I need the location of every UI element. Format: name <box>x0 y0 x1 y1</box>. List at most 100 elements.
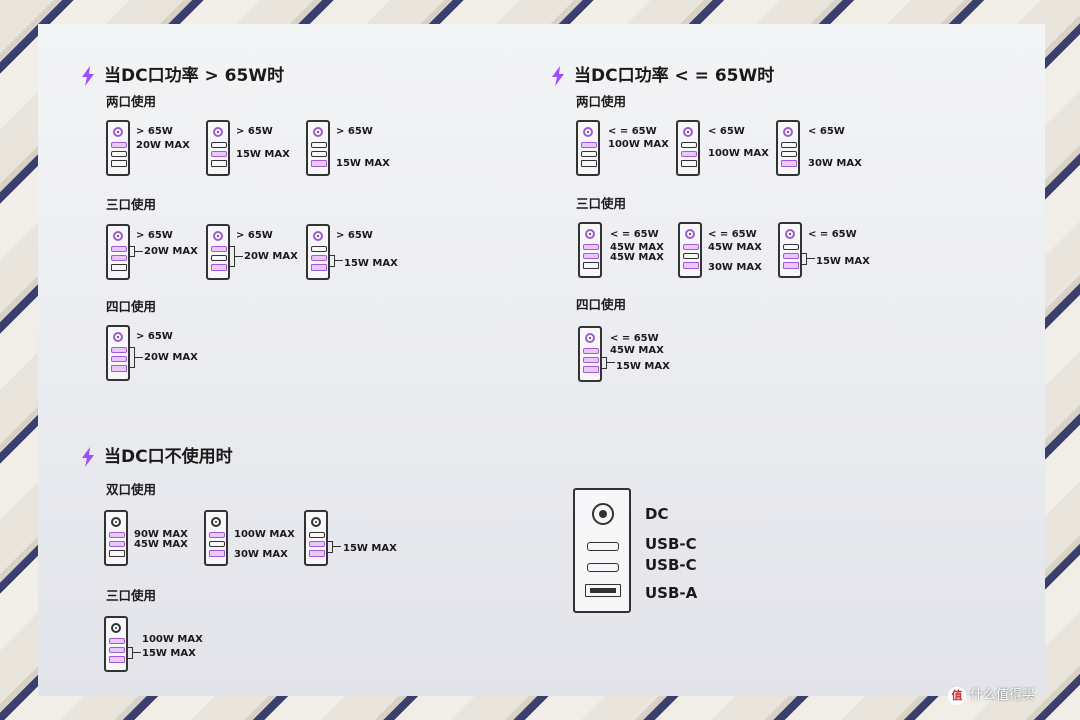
usb-c-port <box>681 151 697 157</box>
usb-a-port <box>683 262 699 269</box>
dc-port <box>685 229 695 239</box>
charger-diagram <box>578 326 602 382</box>
dc-port <box>785 229 795 239</box>
section-title-gt65: 当DC口功率 > 65W时 <box>80 61 284 86</box>
usb-a-port <box>109 550 125 557</box>
usb-c-port <box>783 244 799 250</box>
usb-c-port <box>109 541 125 547</box>
usb-a-port <box>309 550 325 557</box>
dc-port <box>313 231 323 241</box>
usb-a-port <box>583 262 599 269</box>
usb-c-port <box>211 255 227 261</box>
usb-c-port <box>783 253 799 259</box>
usb-c-port <box>211 151 227 157</box>
dc-port <box>585 229 595 239</box>
charger-diagram <box>676 120 700 176</box>
usb-a-port <box>111 264 127 271</box>
charger-diagram <box>104 510 128 566</box>
usb-c-port <box>583 357 599 363</box>
port-bracket <box>129 246 135 257</box>
power-label: > 65W <box>236 230 273 241</box>
usb-c-port <box>781 142 797 148</box>
watermark: 值什么值得买 <box>948 684 1035 705</box>
power-label: 20W MAX <box>144 246 198 257</box>
power-label: 20W MAX <box>136 140 190 151</box>
subtitle-four-port: 四口使用 <box>576 297 627 312</box>
section-title-le65: 当DC口功率 < = 65W时 <box>550 61 774 86</box>
charger-diagram <box>206 224 230 280</box>
usb-c-port <box>311 255 327 261</box>
power-label: < = 65W <box>610 333 659 344</box>
subtitle-four-port: 四口使用 <box>106 299 157 314</box>
charger-diagram <box>306 224 330 280</box>
section-title-text: 当DC口功率 < = 65W时 <box>574 66 775 86</box>
usb-a-port <box>211 160 227 167</box>
usb-c-port <box>581 151 597 157</box>
charger-diagram <box>106 224 130 280</box>
usb-c-port <box>587 563 619 572</box>
usb-c-port <box>111 246 127 252</box>
power-label: 100W MAX <box>234 529 295 540</box>
usb-a-port <box>585 584 621 597</box>
usb-a-port <box>311 264 327 271</box>
charger-diagram <box>306 120 330 176</box>
usb-a-port <box>783 262 799 269</box>
subtitle-two-port: 双口使用 <box>106 482 157 497</box>
bracket-line <box>133 652 141 653</box>
port-bracket <box>229 246 235 267</box>
bracket-line <box>135 357 143 358</box>
usb-a-port <box>583 366 599 373</box>
dc-port <box>313 127 323 137</box>
power-label: 15W MAX <box>816 256 870 267</box>
usb-c-port <box>583 253 599 259</box>
dc-port <box>213 231 223 241</box>
charger-diagram <box>106 120 130 176</box>
power-label: < = 65W <box>608 126 657 137</box>
dc-port <box>111 623 121 633</box>
charger-diagram <box>778 222 802 278</box>
usb-c-port <box>683 244 699 250</box>
section-title-nodc: 当DC口不使用时 <box>80 442 233 467</box>
info-panel: 当DC口功率 > 65W时 两口使用 > 65W 20W MAX > 65W 1… <box>38 24 1045 696</box>
power-label: 30W MAX <box>708 262 762 273</box>
bracket-line <box>235 256 243 257</box>
power-label: 45W MAX <box>134 539 188 550</box>
power-label: 15W MAX <box>336 158 390 169</box>
port-bracket <box>127 647 133 659</box>
subtitle-two-port: 两口使用 <box>106 94 157 109</box>
charger-diagram <box>304 510 328 566</box>
dc-port <box>683 127 693 137</box>
usb-c-port <box>109 638 125 644</box>
usb-a-port <box>109 656 125 663</box>
bracket-line <box>335 260 343 261</box>
usb-c-port <box>311 246 327 252</box>
port-bracket <box>801 253 807 265</box>
port-bracket <box>329 255 335 267</box>
dc-port <box>113 231 123 241</box>
charger-diagram <box>206 120 230 176</box>
usb-c-port <box>209 541 225 547</box>
power-label: > 65W <box>336 126 373 137</box>
port-legend-diagram <box>573 488 631 613</box>
power-label: 100W MAX <box>608 139 669 150</box>
power-label: 45W MAX <box>610 242 664 253</box>
usb-c-port <box>111 142 127 148</box>
power-label: > 65W <box>136 230 173 241</box>
legend-label-dc: DC <box>645 505 669 523</box>
section-title-text: 当DC口不使用时 <box>104 447 233 467</box>
lightning-icon <box>82 66 94 86</box>
subtitle-three-port: 三口使用 <box>106 588 157 603</box>
usb-a-port <box>581 160 597 167</box>
charger-diagram <box>578 222 602 278</box>
usb-a-port <box>111 160 127 167</box>
bracket-line <box>807 258 815 259</box>
bracket-line <box>135 251 143 252</box>
charger-diagram <box>106 325 130 381</box>
usb-c-port <box>211 246 227 252</box>
charger-diagram <box>104 616 128 672</box>
usb-c-port <box>209 532 225 538</box>
power-label: 45W MAX <box>610 252 664 263</box>
subtitle-two-port: 两口使用 <box>576 94 627 109</box>
subtitle-three-port: 三口使用 <box>576 196 627 211</box>
usb-a-port <box>209 550 225 557</box>
